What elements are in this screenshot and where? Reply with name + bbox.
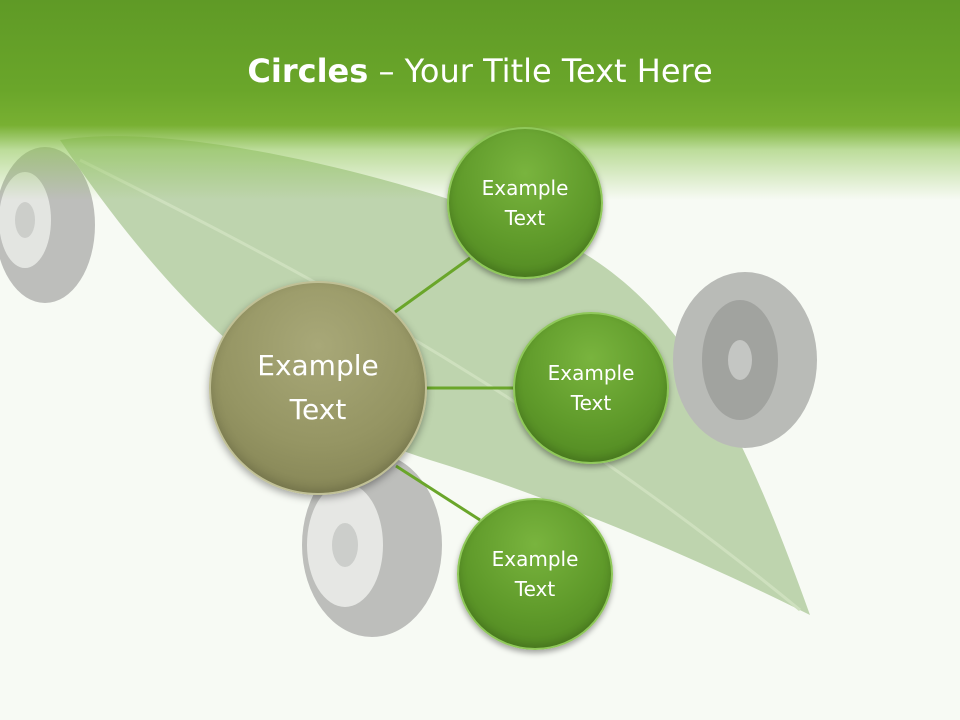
node-circle-1-label: Example Text — [481, 176, 569, 230]
title-bold: Circles — [247, 52, 369, 90]
wheel-right — [673, 272, 817, 448]
wheel-bottom — [302, 453, 442, 637]
node-circle-2[interactable]: Example Text — [513, 312, 669, 464]
connector-1 — [394, 256, 471, 314]
slide-title: Circles – Your Title Text Here — [0, 52, 960, 90]
connector-3 — [395, 464, 481, 522]
title-rest: – Your Title Text Here — [368, 52, 713, 90]
node-circle-3[interactable]: Example Text — [457, 498, 613, 650]
node-circle-2-label: Example Text — [547, 361, 635, 415]
node-circle-1[interactable]: Example Text — [447, 127, 603, 279]
node-circle-3-label: Example Text — [491, 547, 579, 601]
center-circle[interactable]: Example Text — [209, 281, 427, 495]
center-circle-label: Example Text — [257, 349, 379, 426]
leaf-shape — [60, 136, 810, 615]
